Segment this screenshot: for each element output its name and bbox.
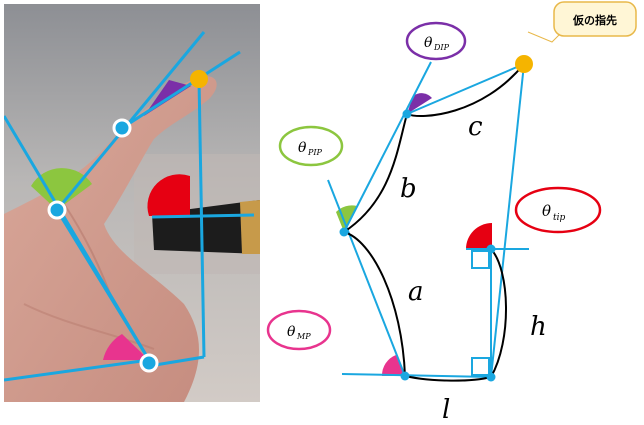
base-corner-schematic bbox=[486, 372, 496, 382]
mp-label: θ MP bbox=[266, 309, 332, 351]
pip-label: θ PIP bbox=[278, 125, 344, 167]
mp-joint bbox=[139, 353, 159, 373]
schematic-lines bbox=[327, 61, 529, 378]
finger-photo-panel bbox=[4, 4, 260, 402]
tip-label: θ tip bbox=[514, 186, 602, 234]
segment-a-label: a bbox=[408, 277, 424, 307]
pip-joint-schematic bbox=[339, 227, 349, 237]
length-arcs bbox=[343, 63, 525, 382]
pip-label-sub: PIP bbox=[307, 148, 323, 157]
pip-angle-wedge bbox=[31, 168, 92, 210]
tip-angle-wedge bbox=[147, 174, 190, 216]
dip-label-symbol: θ bbox=[424, 35, 433, 51]
schematic-panel: 仮の指先 θ DIP θ PIP θ tip θ MP bbox=[262, 0, 644, 425]
finger-photo bbox=[4, 4, 260, 402]
mp-joint-schematic bbox=[400, 371, 410, 381]
mp-label-sub: MP bbox=[296, 332, 311, 341]
tip-angle-wedge-schematic bbox=[466, 223, 492, 249]
dip-label: θ DIP bbox=[405, 21, 467, 61]
fingertip-callout: 仮の指先 bbox=[527, 1, 637, 43]
mp-label-symbol: θ bbox=[287, 324, 296, 340]
skeleton-lines bbox=[4, 31, 255, 382]
segment-l-label: l bbox=[442, 395, 450, 421]
pen-cap bbox=[240, 200, 260, 254]
tip-joint-schematic bbox=[486, 244, 496, 254]
segment-c-label: c bbox=[468, 112, 483, 142]
mp-angle-wedge bbox=[103, 334, 149, 360]
dip-joint-schematic bbox=[402, 109, 412, 119]
dip-joint bbox=[112, 118, 132, 138]
tip-label-sub: tip bbox=[553, 213, 565, 223]
hand-skin bbox=[4, 76, 217, 402]
pip-label-symbol: θ bbox=[298, 140, 307, 156]
mp-angle-wedge-schematic bbox=[381, 355, 405, 376]
tip-label-symbol: θ bbox=[542, 202, 551, 220]
schematic-diagram: 仮の指先 θ DIP θ PIP θ tip θ MP bbox=[266, 1, 637, 425]
fingertip-callout-label: 仮の指先 bbox=[572, 13, 617, 27]
dip-label-sub: DIP bbox=[433, 43, 450, 52]
segment-b-label: b bbox=[400, 174, 417, 204]
pip-joint bbox=[47, 200, 67, 220]
fingertip-point bbox=[190, 70, 208, 88]
segment-h-label: h bbox=[530, 312, 547, 342]
fingertip-point-schematic bbox=[515, 55, 533, 73]
